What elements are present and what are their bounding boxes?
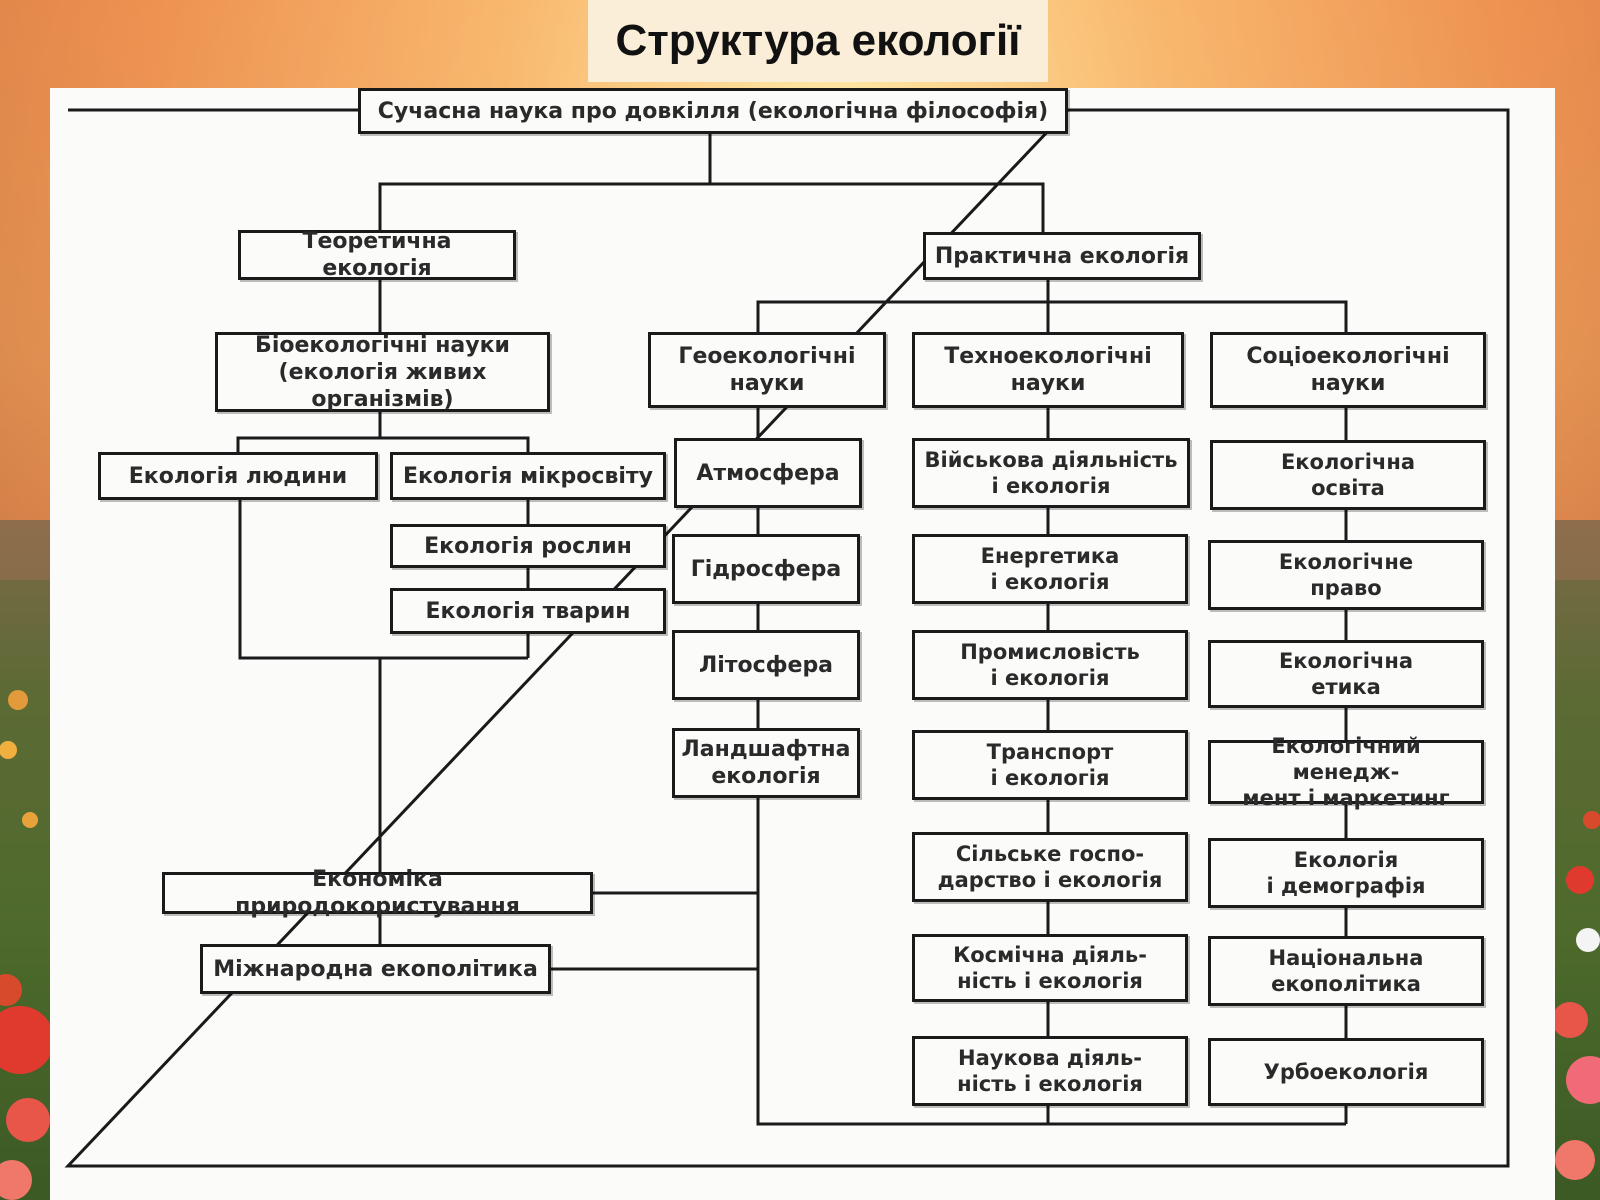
- geoecological-sciences-node: Геоекологічні науки: [648, 332, 886, 408]
- socio-item-node: Національна екополітика: [1208, 936, 1484, 1006]
- techno-item-node: Сільське госпо- дарство і екологія: [912, 832, 1188, 902]
- techno-item-node: Наукова діяль- ність і екологія: [912, 1036, 1188, 1106]
- socio-item-node: Екологічний менедж- мент і маркетинг: [1208, 734, 1484, 810]
- technoecological-sciences-node: Техноекологічні науки: [912, 332, 1184, 408]
- geo-item-node: Атмосфера: [674, 438, 862, 508]
- geo-item-node: Ландшафтна екологія: [672, 728, 860, 798]
- international-ecopolicy-node: Міжнародна екополітика: [200, 944, 551, 994]
- socio-item-node: Екологічна етика: [1208, 640, 1484, 708]
- root-node: Сучасна наука про довкілля (екологічна ф…: [358, 88, 1068, 134]
- socio-item-node: Екологія і демографія: [1208, 838, 1484, 908]
- techno-item-node: Космічна діяль- ність і екологія: [912, 934, 1188, 1002]
- techno-item-node: Промисловість і екологія: [912, 630, 1188, 700]
- slide-title-box: Структура екології: [588, 0, 1048, 82]
- connector-lines: [64, 108, 1510, 1168]
- geo-item-node: Гідросфера: [672, 534, 860, 604]
- theoretical-ecology-node: Теоретична екологія: [238, 229, 516, 281]
- microworld-ecology-node: Екологія мікросвіту: [390, 452, 666, 500]
- ecology-structure-diagram: Сучасна наука про довкілля (екологічна ф…: [50, 88, 1555, 1200]
- techno-item-node: Енергетика і екологія: [912, 534, 1188, 604]
- techno-item-node: Транспорт і екологія: [912, 730, 1188, 800]
- techno-item-node: Військова діяльність і екологія: [912, 438, 1190, 508]
- human-ecology-node: Екологія людини: [98, 452, 378, 500]
- socio-item-node: Екологічна освіта: [1210, 440, 1486, 510]
- plant-ecology-node: Екологія рослин: [390, 524, 666, 568]
- bioecological-sciences-node: Біоекологічні науки (екологія живих орга…: [215, 332, 550, 412]
- slide-title: Структура екології: [615, 16, 1021, 65]
- animal-ecology-node: Екологія тварин: [390, 588, 666, 634]
- natural-resource-economics-node: Економіка природокористування: [162, 867, 593, 919]
- practical-ecology-node: Практична екологія: [923, 232, 1201, 280]
- socio-item-node: Екологічне право: [1208, 540, 1484, 610]
- geo-item-node: Літосфера: [672, 630, 860, 700]
- socio-item-node: Урбоекологія: [1208, 1038, 1484, 1106]
- socioecological-sciences-node: Соціоекологічні науки: [1210, 332, 1486, 408]
